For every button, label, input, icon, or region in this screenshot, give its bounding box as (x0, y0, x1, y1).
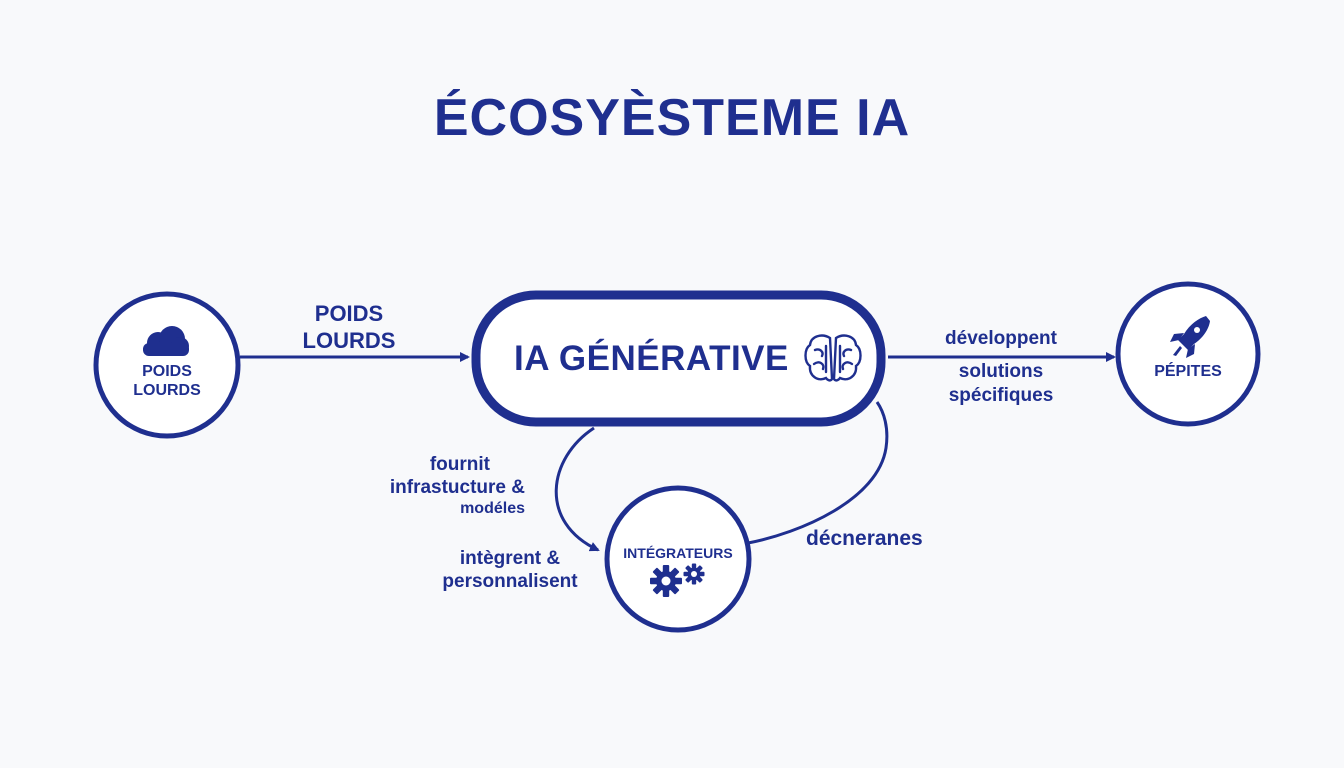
node-poids-lourds-line1: POIDS (142, 363, 192, 380)
edge-label-integrateurs-note-line2: personnalisent (442, 571, 578, 593)
edge-label-ia-to-pepites-line3: spécifiques (948, 385, 1054, 407)
edge-label-ia-to-pepites: développent solutions spécifiques (918, 327, 1084, 409)
gears-icon (650, 563, 705, 597)
edge-label-ia-to-integrateurs-line1: fournit (429, 454, 490, 475)
cloud-icon (143, 326, 189, 356)
node-integrateurs (604, 485, 752, 633)
edge-label-poids-lourds-line1: POIDS (314, 301, 384, 326)
edge-label-poids-lourds-line2: LOURDS (302, 327, 396, 353)
node-ia-generative-label: IA GÉNÉRATIVE (514, 339, 789, 378)
edge-label-poids-lourds: POIDS LOURDS (290, 301, 408, 355)
node-integrateurs-label: INTÉGRATEURS (623, 545, 733, 561)
edge-label-ia-to-integrateurs-line2: infrastucture & (389, 477, 525, 499)
edge-label-ia-to-pepites-line1: développent (945, 328, 1057, 349)
node-ia-generative (471, 290, 886, 427)
edge-label-ia-to-pepites-line2: solutions (958, 360, 1044, 382)
edge-label-integrateurs-note-line1: intègrent & (459, 548, 561, 569)
node-poids-lourds (93, 291, 241, 439)
edge-integrateurs-to-ia (747, 401, 889, 545)
brain-icon (804, 334, 862, 382)
edge-label-ia-to-integrateurs-line3: modéles (460, 500, 525, 518)
edge-ia-to-integrateurs (554, 426, 600, 552)
edge-label-ia-to-integrateurs: fournit infrastucture & modéles (340, 453, 525, 519)
rocket-icon (1170, 316, 1210, 358)
node-pepites-label: PÉPITES (1154, 363, 1222, 380)
edge-label-integrateurs-note: intègrent & personnalisent (425, 547, 595, 593)
node-poids-lourds-line2: LOURDS (133, 382, 201, 400)
node-poids-lourds-label: POIDS LOURDS (117, 362, 217, 400)
page-title: ÉCOSYÈSTEME IA (433, 89, 911, 147)
edge-label-integrateurs-to-ia: décneranes (806, 527, 923, 550)
